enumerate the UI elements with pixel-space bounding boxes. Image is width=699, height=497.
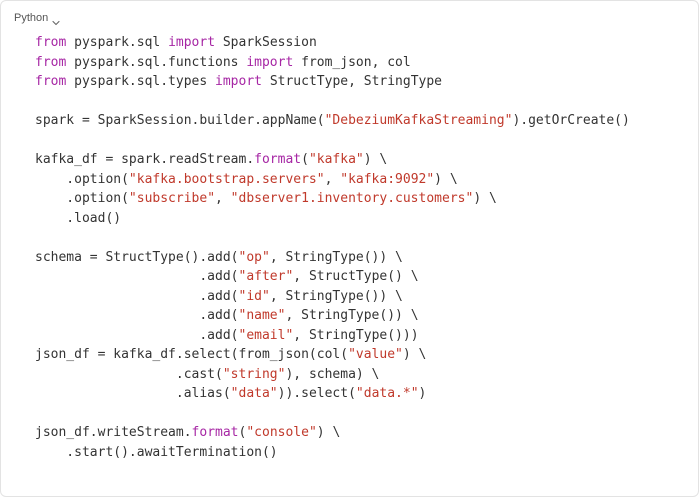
code-string: "subscribe": [128, 191, 216, 206]
code-text: .add(: [35, 327, 239, 343]
code-text: .add(: [35, 269, 239, 284]
code-text: ) \: [473, 191, 497, 206]
code-text: ): [418, 386, 427, 401]
code-string: "id": [238, 288, 270, 304]
code-line: json_df = kafka_df.select(from_json(col(…: [35, 345, 630, 365]
code-text: ), schema) \: [285, 366, 380, 382]
code-string: "name": [238, 308, 286, 323]
code-line: .option("subscribe", "dbserver1.inventor…: [35, 189, 630, 209]
language-label: Python: [14, 12, 49, 24]
code-text: .cast(: [35, 366, 223, 382]
code-string: "after": [238, 269, 294, 284]
code-text: pyspark.sql.functions: [66, 54, 247, 70]
code-line: [35, 228, 630, 248]
code-keyword: from: [35, 74, 67, 89]
code-line: .add("after", StructType() \: [35, 267, 630, 287]
code-string: "DebeziumKafkaStreaming": [324, 113, 513, 128]
code-text: .load(): [35, 210, 122, 226]
code-line: json_df.writeStream.format("console") \: [35, 423, 630, 443]
code-text: spark = SparkSession.builder.appName(: [35, 113, 325, 128]
code-line: from pyspark.sql.types import StructType…: [35, 72, 630, 92]
code-text: , StringType())): [293, 327, 419, 343]
code-line: .load(): [35, 209, 630, 229]
code-line: .add("email", StringType())): [35, 326, 630, 346]
code-string: "dbserver1.inventory.customers": [230, 191, 474, 206]
code-line: spark = SparkSession.builder.appName("De…: [35, 111, 630, 131]
code-line: .option("kafka.bootstrap.servers", "kafk…: [35, 170, 630, 190]
code-line: schema = StructType().add("op", StringTy…: [35, 248, 630, 268]
chevron-down-icon: [52, 14, 60, 26]
code-keyword: format: [254, 152, 302, 167]
code-text: (: [238, 425, 247, 440]
code-text: from_json, col: [293, 54, 411, 70]
code-text: pyspark.sql: [66, 35, 169, 50]
language-selector[interactable]: Python: [14, 10, 60, 26]
code-line: .add("name", StringType()) \: [35, 306, 630, 326]
code-line: .cast("string"), schema) \: [35, 365, 630, 385]
code-text: schema = StructType().add(: [35, 249, 239, 265]
code-line: .alias("data")).select("data.*"): [35, 384, 630, 404]
code-string: "value": [348, 347, 403, 362]
code-text: )).select(: [277, 386, 356, 401]
code-text: ) \: [402, 347, 427, 362]
code-text: SparkSession: [215, 35, 317, 50]
code-keyword: import: [168, 35, 216, 50]
code-keyword: import: [215, 74, 262, 89]
code-text: , StringType()) \: [269, 288, 403, 304]
code-text: .add(: [35, 308, 239, 323]
code-line: .start().awaitTermination(): [35, 443, 630, 463]
code-text: pyspark.sql.types: [66, 74, 216, 89]
code-text: ,: [324, 171, 341, 187]
code-string: "email": [238, 327, 294, 343]
code-text: , StringType()) \: [269, 249, 403, 265]
code-line: from pyspark.sql import SparkSession: [35, 33, 630, 53]
code-text: ) \: [363, 152, 388, 167]
code-line: [35, 92, 630, 112]
code-string: "kafka:9092": [340, 171, 435, 187]
code-text: ) \: [434, 171, 458, 187]
code-keyword: import: [246, 54, 294, 70]
code-line: [35, 131, 630, 151]
code-text: .option(: [35, 171, 129, 187]
code-string: "op": [238, 249, 270, 265]
code-string: "console": [246, 425, 317, 440]
code-text: ) \: [316, 425, 341, 440]
code-text: StructType, StringType: [262, 74, 443, 89]
code-keyword: from: [35, 54, 67, 70]
code-text: .add(: [35, 288, 239, 304]
code-line: .add("id", StringType()) \: [35, 287, 630, 307]
code-text: (: [301, 152, 309, 167]
code-text: ,: [215, 191, 231, 206]
code-keyword: from: [35, 35, 67, 50]
code-text: , StringType()) \: [285, 308, 419, 323]
code-line: kafka_df = spark.readStream.format("kafk…: [35, 150, 630, 170]
code-text: , StructType() \: [293, 269, 419, 284]
code-text: .option(: [35, 191, 129, 206]
code-keyword: format: [191, 425, 239, 440]
code-string: "kafka": [308, 152, 364, 167]
code-text: .start().awaitTermination(): [35, 444, 278, 460]
code-line: from pyspark.sql.functions import from_j…: [35, 53, 630, 73]
code-text: .alias(: [35, 386, 231, 401]
code-string: "string": [222, 366, 286, 382]
code-string: "kafka.bootstrap.servers": [128, 171, 325, 187]
code-text: json_df.writeStream.: [35, 425, 192, 440]
code-string: "data": [230, 386, 278, 401]
code-text: ).getOrCreate(): [512, 113, 630, 128]
code-text: kafka_df = spark.readStream.: [35, 152, 255, 167]
code-line: [35, 404, 630, 424]
code-string: "data.*": [355, 386, 419, 401]
code-text: json_df = kafka_df.select(from_json(col(: [35, 347, 349, 362]
